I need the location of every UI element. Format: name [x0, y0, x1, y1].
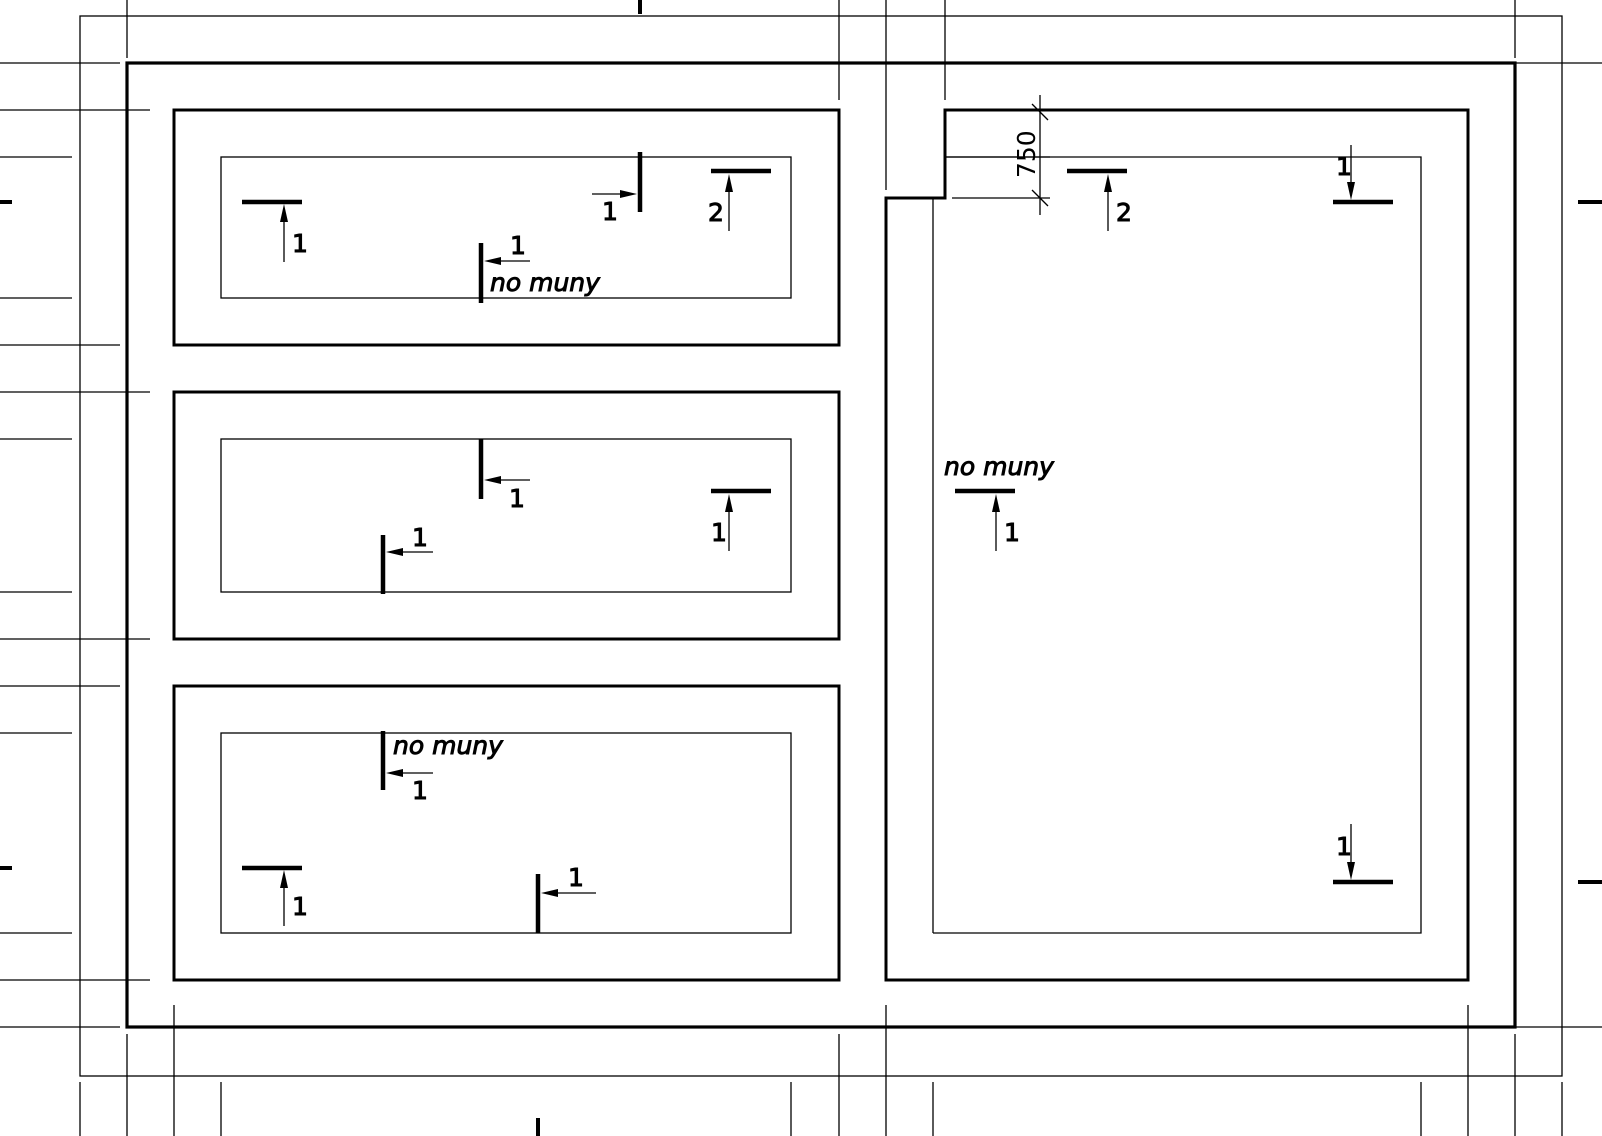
section-marker-r1-a [242, 199, 302, 262]
section-marker-r2-c [711, 488, 771, 551]
room-4-inner [932, 156, 1422, 934]
section-label-r3-a: 1 [412, 776, 428, 805]
section-label-r1-a: 1 [292, 229, 308, 258]
dimension-750 [945, 95, 1050, 215]
room-1-inner [220, 156, 792, 299]
section-label-r4-c: 1 [1004, 518, 1020, 547]
section-label-r2-c: 1 [711, 518, 727, 547]
section-marker-r3-c [535, 874, 596, 933]
section-label-r1-c: 2 [708, 198, 724, 227]
section-label-r4-d: 1 [1336, 832, 1352, 861]
section-label-r4-b: 1 [1336, 152, 1352, 181]
section-marker-r1-c [711, 168, 771, 231]
room-3-inner [220, 732, 792, 934]
section-label-r4-a: 2 [1116, 198, 1132, 227]
section-marker-r3-b [242, 865, 302, 926]
section-marker-r2-b [380, 535, 433, 594]
room-3-outer [172, 684, 841, 982]
note-r3: no muny [393, 731, 504, 760]
section-marker-r1-b [592, 152, 643, 212]
section-marker-r4-a [1067, 168, 1127, 231]
dimension-750-label: 750 [1012, 130, 1041, 178]
section-marker-r4-d [1333, 824, 1393, 885]
section-marker-r4-b [1333, 145, 1393, 205]
walls [125, 61, 1517, 1029]
room-4-outer [884, 108, 1470, 982]
section-label-r1-b: 1 [602, 197, 618, 226]
section-marker-r2-a [478, 439, 530, 499]
outer-grid-frame [79, 15, 1563, 1077]
note-r1: no muny [490, 268, 601, 297]
section-marker-r4-c [955, 488, 1015, 551]
section-label-r2-a: 1 [509, 484, 525, 513]
section-label-r2-b: 1 [412, 523, 428, 552]
section-label-r1-d: 1 [510, 231, 526, 260]
note-r4: no muny [944, 452, 1055, 481]
room-1-outer [172, 108, 841, 347]
room-2-inner [220, 438, 792, 593]
section-marker-r3-a [380, 731, 433, 790]
section-label-r3-b: 1 [292, 892, 308, 921]
room-2-outer [172, 390, 841, 641]
section-markers: 1 1 2 1 no muny 1 [242, 145, 1393, 933]
outer-wall [125, 61, 1517, 1029]
section-marker-r1-d [478, 243, 530, 303]
section-label-r3-c: 1 [568, 863, 584, 892]
